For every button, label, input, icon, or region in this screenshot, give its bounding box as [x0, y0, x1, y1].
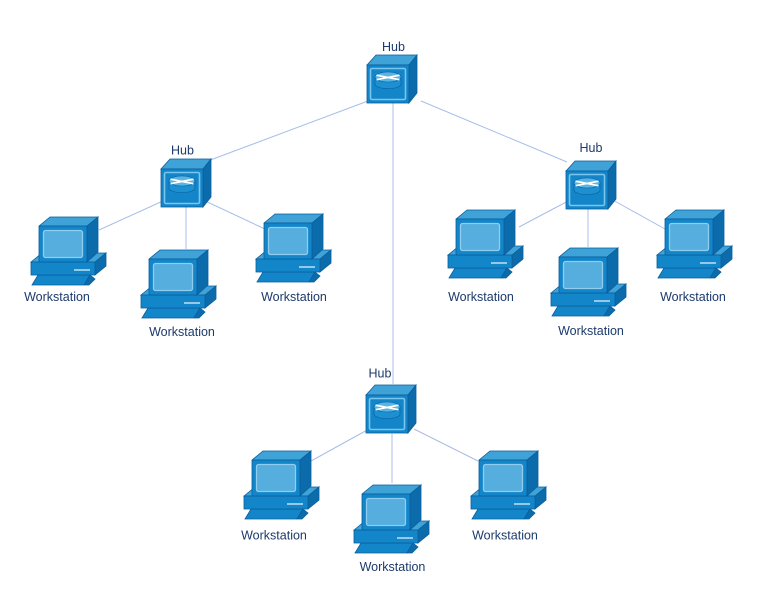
workstation-icon[interactable] — [243, 450, 320, 520]
workstation-label: Workstation — [360, 560, 426, 574]
hub-label: Hub — [580, 141, 603, 155]
hub-label: Hub — [171, 144, 194, 158]
workstation-label: Workstation — [472, 529, 538, 543]
workstation-label: Workstation — [149, 325, 215, 339]
workstation-icon[interactable] — [470, 450, 547, 520]
workstation-icon[interactable] — [255, 213, 332, 283]
workstation-icon[interactable] — [550, 247, 627, 317]
connection-line — [204, 100, 369, 163]
connection-line — [420, 100, 568, 163]
connection-line — [98, 199, 166, 231]
hub-nodes: Hub Hub Hub Hub — [160, 40, 617, 434]
workstation-icon[interactable] — [140, 249, 217, 319]
hub-icon[interactable] — [366, 54, 418, 104]
hub-label: Hub — [369, 367, 392, 381]
workstation-nodes: Workstation Workstation Workstation Work… — [24, 209, 733, 574]
connection-line — [310, 428, 370, 462]
workstation-label: Workstation — [448, 290, 514, 304]
connection-line — [610, 198, 666, 230]
workstation-label: Workstation — [24, 290, 90, 304]
hub-icon[interactable] — [565, 160, 617, 210]
workstation-label: Workstation — [241, 529, 307, 543]
connection-line — [200, 198, 268, 231]
workstation-icon[interactable] — [656, 209, 733, 279]
connection-line — [518, 199, 571, 228]
workstation-icon[interactable] — [30, 216, 107, 286]
hub-icon[interactable] — [160, 158, 212, 208]
workstation-label: Workstation — [558, 324, 624, 338]
workstation-icon[interactable] — [353, 484, 430, 554]
hub-icon[interactable] — [365, 384, 417, 434]
workstation-icon[interactable] — [447, 209, 524, 279]
connections — [98, 100, 666, 483]
hub-label: Hub — [382, 40, 405, 54]
workstation-label: Workstation — [660, 290, 726, 304]
connection-line — [413, 428, 479, 462]
workstation-label: Workstation — [261, 290, 327, 304]
